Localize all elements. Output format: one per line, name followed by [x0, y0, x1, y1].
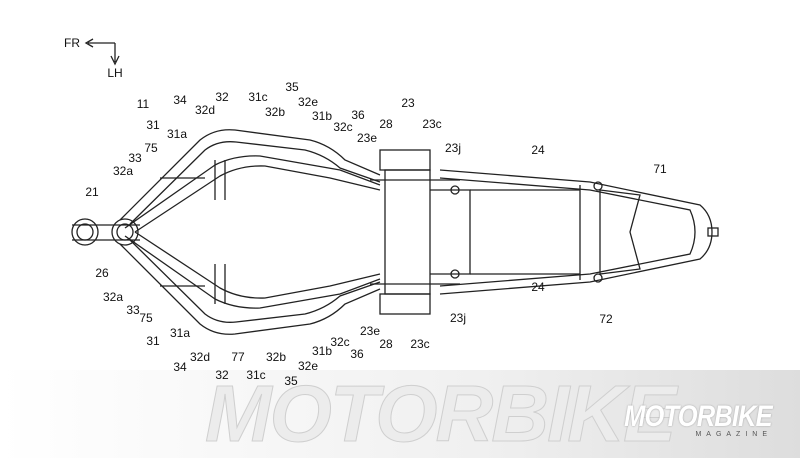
seat-rail [439, 169, 719, 295]
reference-label: 32b [265, 350, 287, 364]
reference-label: 35 [285, 80, 299, 94]
reference-label: 32a [112, 164, 134, 178]
reference-label: 23j [449, 311, 467, 325]
reference-label: 33 [126, 303, 140, 317]
direction-arrows [84, 38, 120, 66]
reference-label: 31c [246, 368, 266, 382]
main-frame-right [119, 231, 381, 335]
reference-label: 33 [128, 151, 142, 165]
reference-label: 32e [297, 359, 319, 373]
reference-label: 31b [311, 109, 333, 123]
reference-label: 34 [173, 360, 187, 374]
reference-label: 28 [379, 337, 393, 351]
reference-label: 34 [173, 93, 187, 107]
reference-label: 32 [215, 368, 229, 382]
reference-label: 31 [146, 118, 160, 132]
reference-label: 75 [139, 311, 153, 325]
watermark-background [0, 370, 800, 458]
reference-label: 32b [264, 105, 286, 119]
reference-label: 32c [333, 120, 353, 134]
reference-label: 71 [653, 162, 667, 176]
reference-label: 28 [379, 117, 393, 131]
reference-label: 36 [350, 347, 364, 361]
reference-label: 23j [444, 141, 462, 155]
reference-label: 24 [531, 280, 545, 294]
reference-label: 32d [194, 103, 216, 117]
reference-label: 26 [95, 266, 109, 280]
reference-label: 32d [189, 350, 211, 364]
watermark-text: MOTORBIKE [204, 369, 676, 458]
reference-label: 77 [231, 350, 245, 364]
reference-label: 11 [136, 97, 150, 111]
reference-label: 23 [401, 96, 415, 110]
direction-label: LH [107, 66, 123, 80]
reference-label: 35 [284, 374, 298, 388]
reference-label: 31b [311, 344, 333, 358]
reference-label: 72 [599, 312, 613, 326]
reference-label: 23e [359, 324, 381, 338]
reference-label: 24 [531, 143, 545, 157]
reference-label: 31a [166, 127, 188, 141]
reference-label: 31 [146, 334, 160, 348]
head-pipe [71, 218, 140, 246]
reference-label: 31a [169, 326, 191, 340]
main-frame-left [119, 129, 381, 233]
reference-label: 32 [215, 90, 229, 104]
pivot-plate [370, 149, 471, 315]
reference-label: 23e [356, 131, 378, 145]
reference-label: 21 [85, 185, 99, 199]
reference-label: 36 [351, 108, 365, 122]
reference-label: 32a [102, 290, 124, 304]
reference-label: 31c [248, 90, 268, 104]
reference-label: 75 [144, 141, 158, 155]
reference-label: 32e [297, 95, 319, 109]
reference-label: 23c [422, 117, 442, 131]
reference-label: 32c [330, 335, 350, 349]
reference-label: 23c [410, 337, 430, 351]
motorbike-magazine-logo: MOTORBIKE MAGAZINE [624, 400, 773, 438]
direction-label: FR [64, 36, 80, 50]
